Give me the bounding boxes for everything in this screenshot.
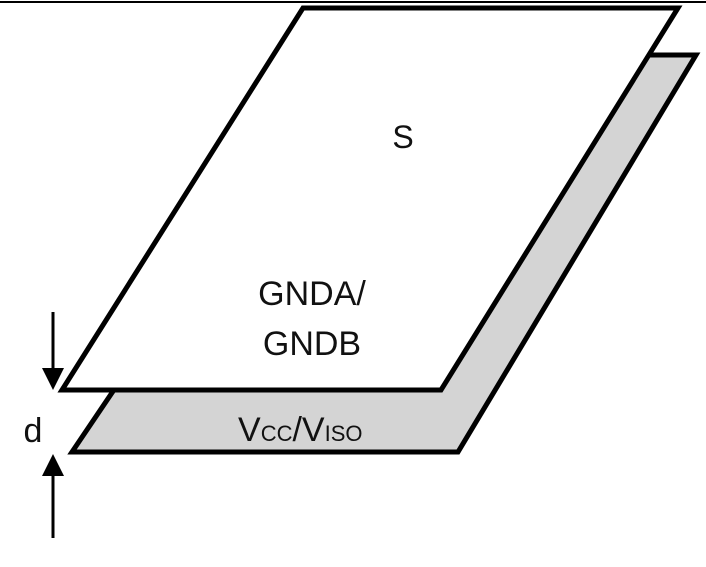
ground-label-line1: GNDA/ [258,275,366,313]
supply-sub2: ISO [325,421,363,446]
gap-arrow-top-head [42,368,64,390]
area-label: S [392,119,413,155]
ground-label-line2: GNDB [263,325,361,363]
supply-label: VCC/VISO [238,411,363,449]
gap-arrow-bottom-head [42,454,64,476]
supply-slash-v: /V [292,411,324,449]
supply-sub1: CC [261,421,293,446]
ground-plane [57,5,683,393]
gap-label: d [24,412,43,450]
supply-v1: V [238,411,261,449]
